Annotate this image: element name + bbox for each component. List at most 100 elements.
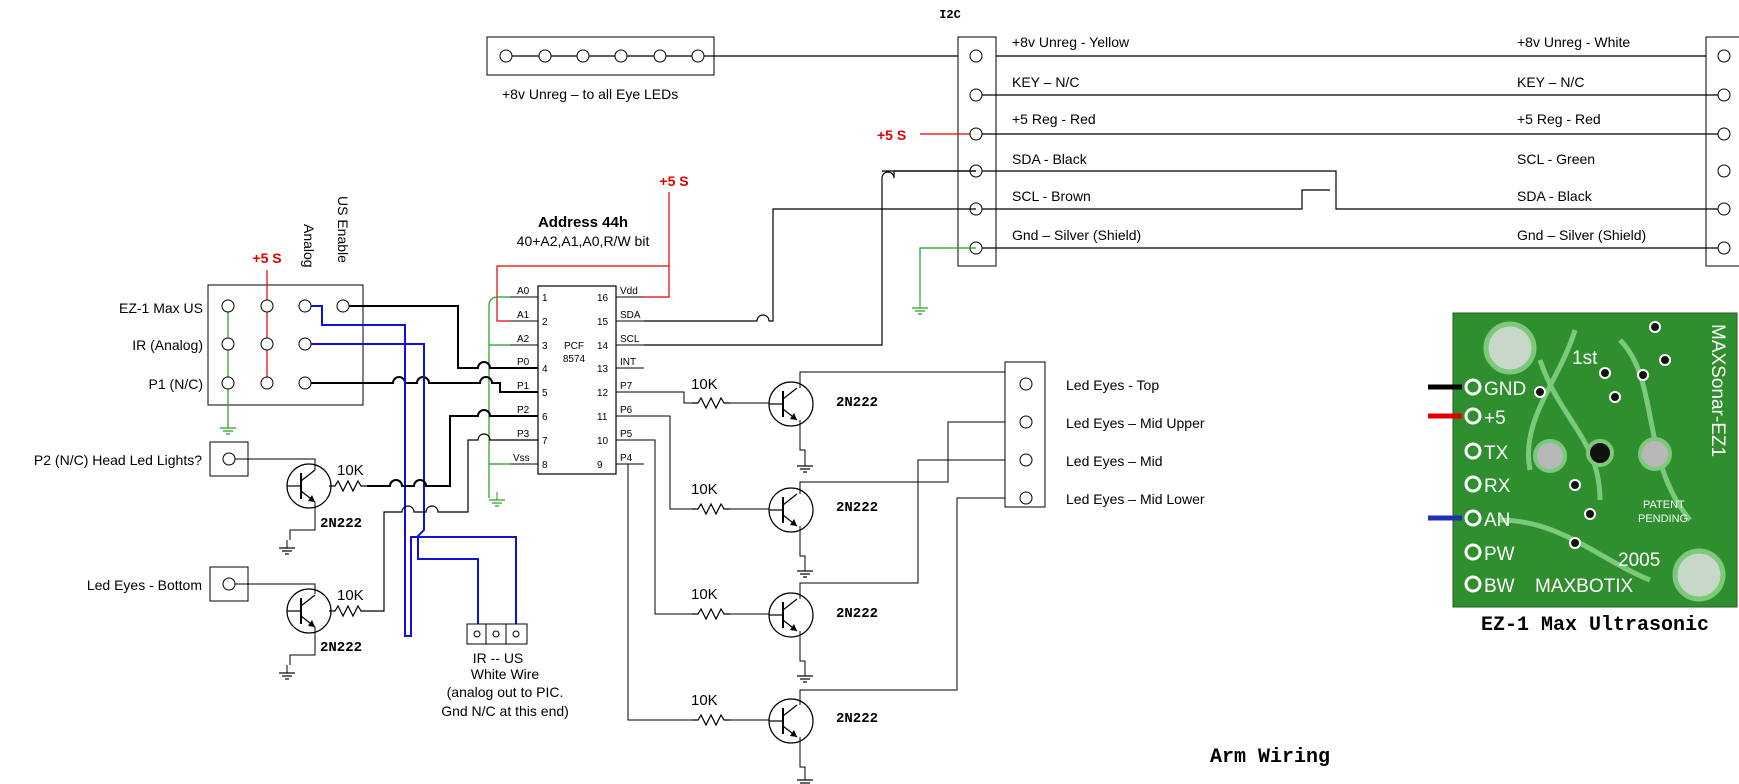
pcf-pin-int-num: 13 — [597, 364, 609, 375]
sonar-pin-an: AN — [1484, 510, 1510, 531]
i2c-left-wire-6: Gnd – Silver (Shield) — [1012, 227, 1141, 243]
i2c-right-labels: +8v Unreg - White KEY – N/C +5 Reg - Red… — [1517, 34, 1646, 243]
resistor-p2 — [328, 480, 368, 492]
eye-led-strip — [486, 36, 1720, 76]
pcf-pin-a1-num: 2 — [542, 317, 548, 328]
sonar-pending: PENDING — [1638, 513, 1688, 525]
transistor-bottom — [286, 588, 332, 634]
i2c-plus5-label: +5 S — [877, 127, 906, 143]
resistor-p4-label: 10K — [691, 692, 718, 709]
eye-led-top-label: Led Eyes - Top — [1066, 377, 1159, 393]
pcf-pin-p0-name: P0 — [517, 357, 530, 368]
pcf8574-chip — [537, 285, 617, 475]
resistor-p5 — [691, 608, 731, 620]
sonar-patent: PATENT — [1643, 499, 1685, 511]
transistor-bottom-label: 2N222 — [320, 640, 362, 656]
sonar-year: 2005 — [1618, 550, 1660, 571]
i2c-right-wire-5: SDA - Black — [1517, 188, 1593, 204]
transistor-p6-label: 2N222 — [836, 500, 878, 516]
pcf-pin-p2-name: P2 — [517, 405, 530, 416]
pcf-pin-p1-num: 5 — [542, 388, 548, 399]
pcf-pin-vss-name: Vss — [513, 453, 530, 464]
i2c-left-wire-2: KEY – N/C — [1012, 74, 1079, 90]
arm-wiring-title: Arm Wiring — [1210, 746, 1330, 769]
i2c-right-wire-2: KEY – N/C — [1517, 74, 1584, 90]
i2c-title: I2C — [939, 8, 961, 22]
i2c-left-labels: +8v Unreg - Yellow KEY – N/C +5 Reg - Re… — [1012, 34, 1141, 243]
resistor-p4 — [691, 714, 731, 726]
pcf-chip-name-2: 8574 — [563, 354, 586, 365]
sonar-pin-pw: PW — [1484, 544, 1515, 565]
pcf-pin-p0-num: 4 — [542, 364, 548, 375]
pcf-pin-scl-name: SCL — [620, 334, 640, 345]
pcf-pin-scl-num: 14 — [597, 341, 609, 352]
eye-led-mid-label: Led Eyes – Mid — [1066, 453, 1163, 469]
sonar-pin-bw: BW — [1484, 576, 1515, 597]
transistor-p5-label: 2N222 — [836, 606, 878, 622]
sensor-col-us-enable: US Enable — [335, 196, 351, 263]
resistor-p5-label: 10K — [691, 586, 718, 603]
pcf-right-pins: Vdd 16 SDA 15 SCL 14 INT 13 P7 12 P6 11 … — [597, 286, 641, 471]
i2c-left-pins — [969, 49, 983, 255]
pcf-pin-a2-num: 3 — [542, 341, 548, 352]
i2c-right-wire-6: Gnd – Silver (Shield) — [1517, 227, 1646, 243]
pcf-pin-p3-num: 7 — [542, 436, 548, 447]
pcf-pin-vdd-num: 16 — [597, 293, 609, 304]
pic-connector-line2: White Wire — [471, 666, 540, 682]
i2c-right-wire-1: +8v Unreg - White — [1517, 34, 1630, 50]
sonar-brand: MAXBOTIX — [1535, 576, 1634, 597]
sensor-row-ir: IR (Analog) — [132, 337, 203, 353]
sonar-pin-rx: RX — [1484, 476, 1511, 497]
pcf-pin-p3-name: P3 — [517, 429, 530, 440]
pcf-pin-p7-num: 12 — [597, 388, 609, 399]
transistor-p7-label: 2N222 — [836, 395, 878, 411]
pcf-pin-sda-name: SDA — [620, 310, 641, 321]
resistor-p6-label: 10K — [691, 481, 718, 498]
bottom-led-label: Led Eyes - Bottom — [87, 577, 202, 593]
sonar-caption: EZ-1 Max Ultrasonic — [1481, 614, 1709, 637]
pcf-pin-p4-num: 9 — [597, 460, 603, 471]
sonar-pin-tx: TX — [1484, 443, 1509, 464]
pcf-pin-a0-name: A0 — [517, 286, 530, 297]
eye-led-mid-upper-label: Led Eyes – Mid Upper — [1066, 415, 1205, 431]
pcf-pin-a2-name: A2 — [517, 334, 530, 345]
pcf-chip-name-1: PCF — [564, 341, 584, 352]
pcf-left-pins: A0 1 A1 2 A2 3 P0 4 P1 5 P2 6 P3 7 Vss 8 — [513, 286, 548, 471]
transistor-p7 — [768, 381, 814, 427]
sensor-row-labels: EZ-1 Max US IR (Analog) P1 (N/C) — [119, 300, 203, 392]
eye-led-connector-pins — [1019, 377, 1033, 505]
i2c-left-wire-1: +8v Unreg - Yellow — [1012, 34, 1130, 50]
pcf-pin-p7-name: P7 — [620, 381, 633, 392]
pcf-pin-a1-name: A1 — [517, 310, 530, 321]
pcf-pin-vdd-name: Vdd — [620, 286, 638, 297]
i2c-left-wire-5: SCL - Brown — [1012, 188, 1091, 204]
pcf-pin-p1-name: P1 — [517, 381, 530, 392]
pcf-pin-p5-num: 10 — [597, 436, 609, 447]
pcf-pin-sda-num: 15 — [597, 317, 609, 328]
i2c-right-wire-3: +5 Reg - Red — [1517, 111, 1601, 127]
sensor-row-p1: P1 (N/C) — [149, 376, 203, 392]
pcf-pin-p6-name: P6 — [620, 405, 633, 416]
transistor-p2-label: 2N222 — [320, 516, 362, 532]
sensor-row-ez1: EZ-1 Max US — [119, 300, 203, 316]
i2c-right-pins — [1717, 49, 1731, 255]
resistor-p2-label: 10K — [337, 462, 364, 479]
ez1-sonar-board: GND +5 TX RX AN PW BW MAXBOTIX 2005 1st … — [1428, 312, 1738, 608]
pic-connector-line4: Gnd N/C at this end) — [441, 703, 569, 719]
eye-led-mid-lower-label: Led Eyes – Mid Lower — [1066, 491, 1205, 507]
sonar-vertical-text: MAXSonar-EZ1 — [1707, 324, 1728, 457]
i2c-left-wire-4: SDA - Black — [1012, 151, 1088, 167]
eye-led-strip-label: +8v Unreg – to all Eye LEDs — [502, 86, 678, 102]
resistor-p6 — [691, 503, 731, 515]
p2-head-led-label: P2 (N/C) Head Led Lights? — [34, 452, 202, 468]
transistor-p4 — [768, 698, 814, 744]
sensor-col-analog: Analog — [301, 224, 317, 268]
i2c-connector-left — [957, 36, 997, 267]
pcf-pin-p4-name: P4 — [620, 453, 633, 464]
transistor-p6 — [768, 487, 814, 533]
sensor-pins — [221, 299, 350, 390]
i2c-right-wire-4: SCL - Green — [1517, 151, 1595, 167]
transistor-p2 — [286, 463, 332, 509]
i2c-wires — [976, 94, 1720, 249]
